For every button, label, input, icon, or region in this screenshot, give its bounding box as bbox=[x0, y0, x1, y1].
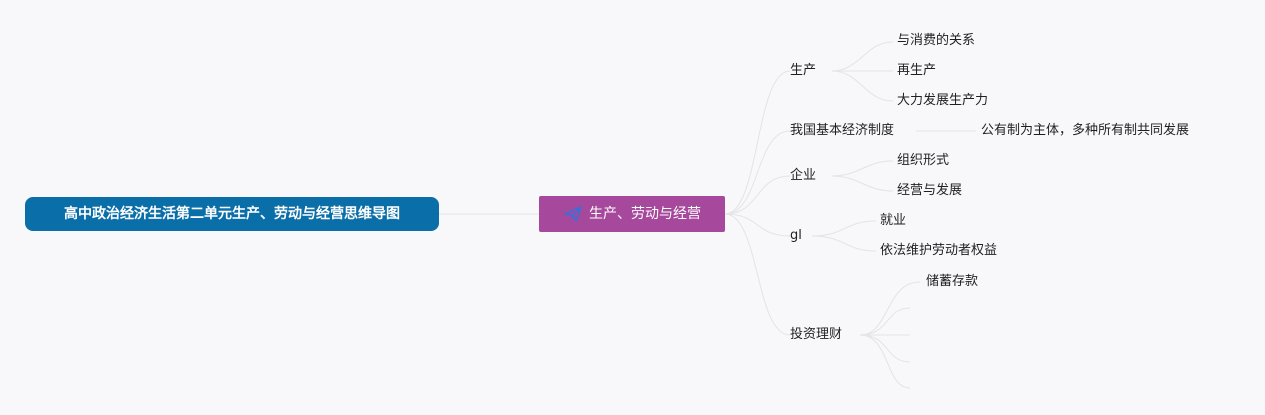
link-enterprise-2 bbox=[831, 175, 894, 192]
leaf-label: 与消费的关系 bbox=[897, 33, 976, 48]
branch-gl-label: gl bbox=[790, 228, 802, 243]
branch-enterprise-label: 企业 bbox=[790, 168, 817, 183]
link-investment-4 bbox=[859, 334, 911, 363]
leaf-label: 就业 bbox=[880, 213, 907, 228]
root-node-label: 高中政治经济生活第二单元生产、劳动与经营思维导图 bbox=[64, 206, 400, 222]
leaf-label: 再生产 bbox=[897, 63, 937, 78]
leaf-label: 储蓄存款 bbox=[926, 274, 979, 289]
leaf-organization-form[interactable]: 组织形式 bbox=[897, 152, 949, 170]
leaf-label: 大力发展生产力 bbox=[897, 93, 989, 108]
branch-enterprise[interactable]: 企业 bbox=[790, 167, 816, 185]
leaf-operation-development[interactable]: 经营与发展 bbox=[897, 182, 962, 200]
leaf-label: 依法维护劳动者权益 bbox=[880, 243, 998, 258]
branch-economic-system[interactable]: 我国基本经济制度 bbox=[790, 122, 894, 140]
link-enterprise-1 bbox=[831, 160, 894, 177]
link-gl-2 bbox=[811, 235, 877, 252]
branch-investment[interactable]: 投资理财 bbox=[790, 326, 842, 344]
link-investment-5 bbox=[859, 334, 911, 389]
link-main-investment bbox=[724, 213, 791, 336]
link-investment-2 bbox=[859, 307, 911, 336]
leaf-savings[interactable]: 储蓄存款 bbox=[926, 273, 978, 291]
leaf-worker-rights[interactable]: 依法维护劳动者权益 bbox=[880, 242, 997, 260]
link-gl-1 bbox=[811, 220, 877, 237]
branch-gl[interactable]: gl bbox=[790, 227, 802, 245]
link-production-1 bbox=[831, 41, 894, 72]
branch-investment-label: 投资理财 bbox=[790, 327, 843, 342]
leaf-label: 公有制为主体，多种所有制共同发展 bbox=[981, 123, 1190, 138]
leaf-production-consumption[interactable]: 与消费的关系 bbox=[897, 32, 975, 50]
leaf-public-ownership[interactable]: 公有制为主体，多种所有制共同发展 bbox=[981, 122, 1189, 140]
paper-plane-icon bbox=[563, 204, 583, 224]
branch-economic-system-label: 我国基本经济制度 bbox=[790, 123, 895, 138]
root-node[interactable]: 高中政治经济生活第二单元生产、劳动与经营思维导图 bbox=[25, 197, 439, 231]
link-main-production bbox=[724, 70, 791, 215]
leaf-label: 组织形式 bbox=[897, 153, 950, 168]
leaf-employment[interactable]: 就业 bbox=[880, 212, 906, 230]
link-investment-1 bbox=[859, 281, 921, 336]
link-main-gl bbox=[724, 213, 791, 237]
branch-production[interactable]: 生产 bbox=[790, 62, 816, 80]
main-topic-node[interactable]: 生产、劳动与经营 bbox=[539, 196, 725, 232]
branch-production-label: 生产 bbox=[790, 63, 817, 78]
link-main-enterprise bbox=[724, 175, 791, 215]
leaf-productivity[interactable]: 大力发展生产力 bbox=[897, 92, 988, 110]
leaf-label: 经营与发展 bbox=[897, 183, 963, 198]
link-main-economic-system bbox=[724, 130, 791, 215]
link-production-3 bbox=[831, 70, 894, 102]
leaf-reproduction[interactable]: 再生产 bbox=[897, 62, 936, 80]
main-topic-label: 生产、劳动与经营 bbox=[589, 206, 701, 222]
